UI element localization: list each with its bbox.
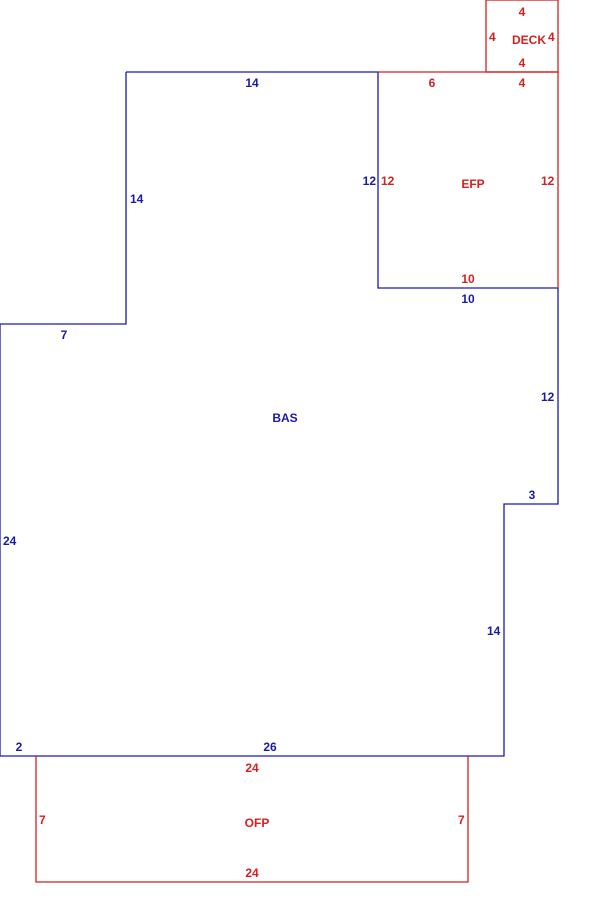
deck-outline <box>485 0 559 73</box>
ofp-dim-right: 7 <box>458 813 465 827</box>
bas-dim-left-upper: 14 <box>130 192 144 206</box>
bas-dim-bottom: 26 <box>263 740 277 754</box>
efp-dim-top-left: 6 <box>429 76 436 90</box>
deck-dim-bottom: 4 <box>519 56 526 70</box>
ofp-dim-bottom: 24 <box>245 866 259 880</box>
bas-dim-bottom-left: 2 <box>16 740 23 754</box>
deck-dim-top: 4 <box>519 5 526 19</box>
efp-label: EFP <box>461 177 484 191</box>
bas-dim-top: 14 <box>245 76 259 90</box>
bas-dim-efp-bottom: 10 <box>461 292 475 306</box>
bas-dim-notch: 3 <box>529 488 536 502</box>
deck-label: DECK <box>512 33 546 47</box>
ofp-dim-top: 24 <box>245 761 259 775</box>
bas-outline <box>0 71 559 757</box>
ofp-dim-left: 7 <box>39 813 46 827</box>
bas-dim-left: 24 <box>3 534 17 548</box>
bas-dim-step: 7 <box>61 328 68 342</box>
efp-dim-top-right: 4 <box>519 76 526 90</box>
deck-dim-right: 4 <box>548 30 555 44</box>
bas-dim-right: 12 <box>541 390 555 404</box>
efp-dim-right: 12 <box>541 174 555 188</box>
ofp-outline <box>35 756 469 883</box>
bas-label: BAS <box>272 411 297 425</box>
deck-dim-left: 4 <box>489 30 496 44</box>
efp-dim-bottom: 10 <box>461 272 475 286</box>
bas-dim-efp-side: 12 <box>363 174 377 188</box>
ofp-label: OFP <box>245 816 270 830</box>
bas-dim-right-lower: 14 <box>487 624 501 638</box>
efp-dim-left: 12 <box>381 174 395 188</box>
